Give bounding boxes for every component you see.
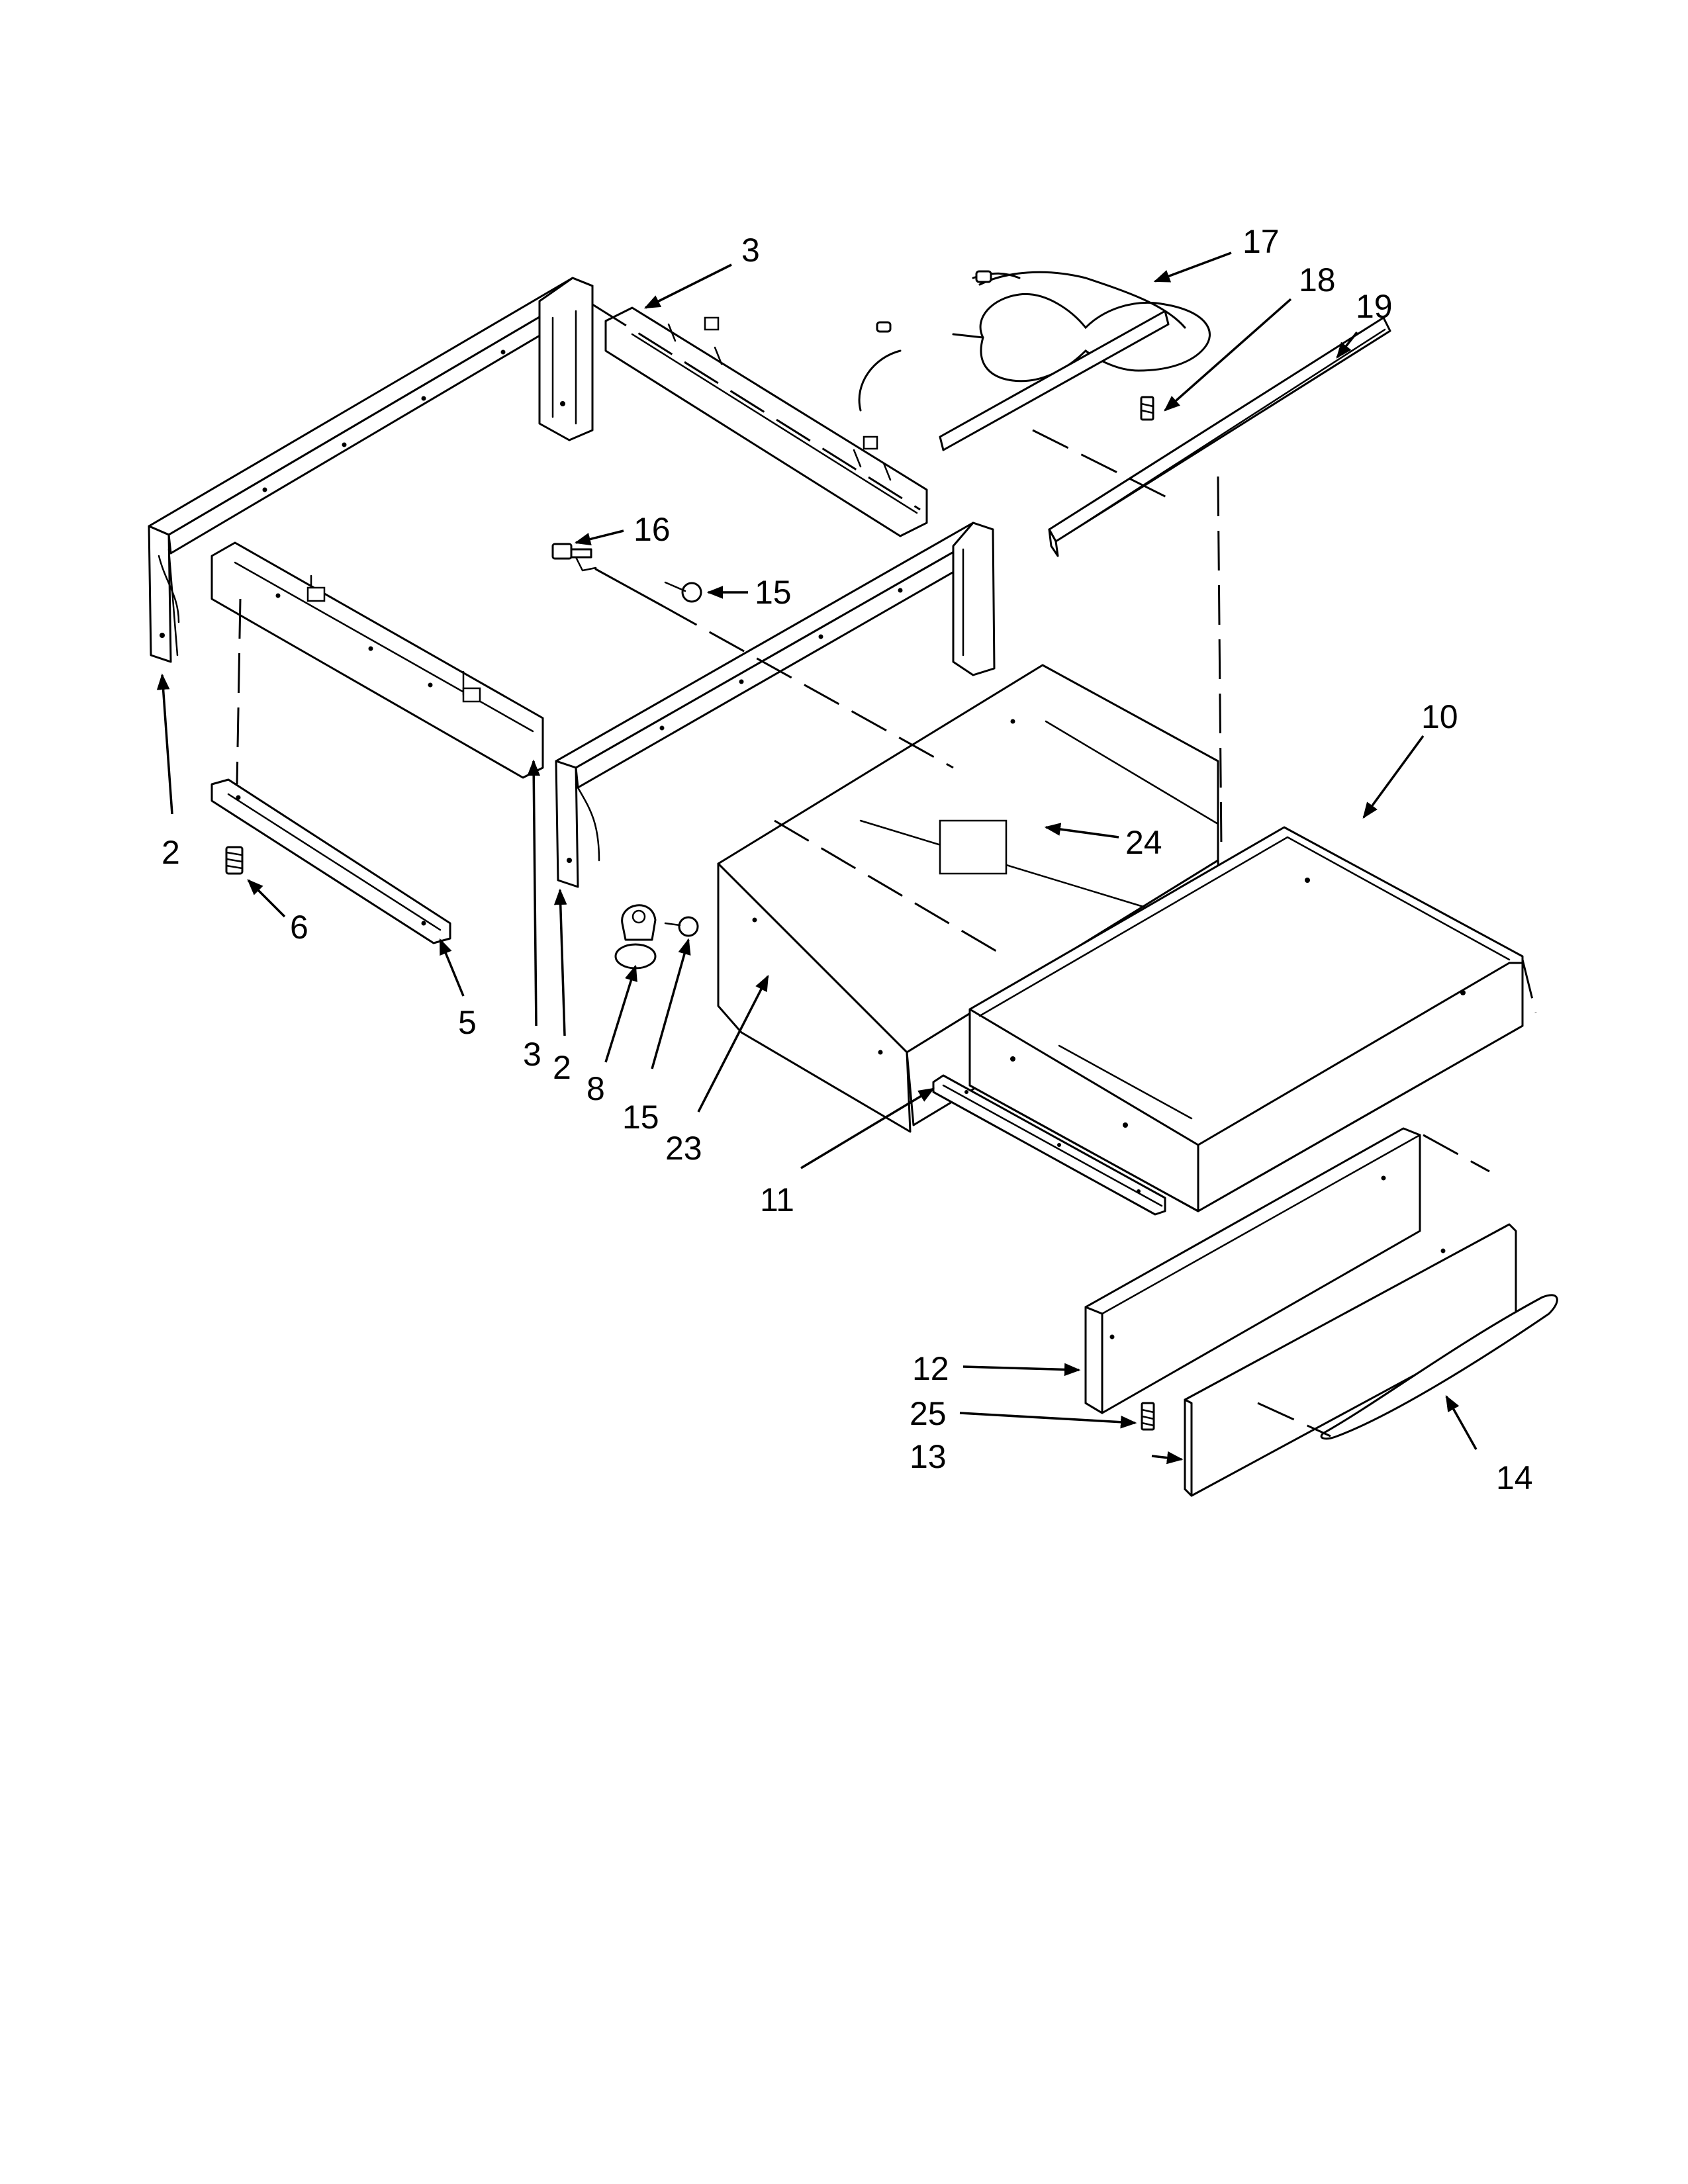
front-side-frame (555, 522, 996, 888)
rear-cross-rail (604, 306, 928, 537)
leveling-foot (614, 904, 657, 970)
callout-15-lower: 15 (622, 1099, 659, 1136)
front-cross-rail (211, 541, 544, 779)
callout-24: 24 (1125, 824, 1162, 861)
trim-bar (1048, 316, 1391, 557)
callout-17: 17 (1243, 223, 1280, 260)
callout-10: 10 (1421, 698, 1458, 735)
callout-19: 19 (1356, 288, 1393, 325)
slide-rail (211, 778, 451, 944)
heating-element-screw (1140, 396, 1154, 421)
panel-screw (1141, 1402, 1155, 1431)
callout-14: 14 (1496, 1459, 1533, 1496)
callout-11: 11 (760, 1181, 794, 1218)
callout-8: 8 (586, 1070, 605, 1107)
leader-arrows (156, 251, 1477, 1465)
callout-3-top: 3 (741, 232, 760, 269)
callout-6: 6 (290, 909, 308, 946)
drawer-inner-front (1084, 1127, 1421, 1414)
callout-2-left: 2 (162, 834, 180, 871)
screw-upper (664, 581, 702, 603)
leveling-leg (225, 846, 244, 875)
alignment-lines (236, 303, 1537, 1437)
callout-2-center: 2 (553, 1049, 571, 1086)
drawer-outer-panel (1184, 1223, 1558, 1497)
callout-16: 16 (633, 511, 671, 548)
callout-12: 12 (912, 1350, 949, 1387)
callout-13: 13 (910, 1438, 947, 1475)
rear-side-frame (148, 277, 594, 663)
screw-lower (664, 916, 699, 937)
callout-23: 23 (665, 1130, 702, 1167)
sensor-probe (551, 543, 663, 607)
callout-5: 5 (458, 1004, 477, 1041)
callout-3-center: 3 (523, 1036, 541, 1073)
callout-25: 25 (910, 1395, 947, 1432)
callout-15-upper: 15 (755, 574, 792, 611)
callout-labels: 2 3 17 18 19 16 15 10 24 6 5 3 2 8 15 23… (162, 223, 1533, 1496)
heating-element (858, 270, 1211, 451)
callout-18: 18 (1299, 261, 1336, 298)
drawer-box (968, 826, 1524, 1212)
